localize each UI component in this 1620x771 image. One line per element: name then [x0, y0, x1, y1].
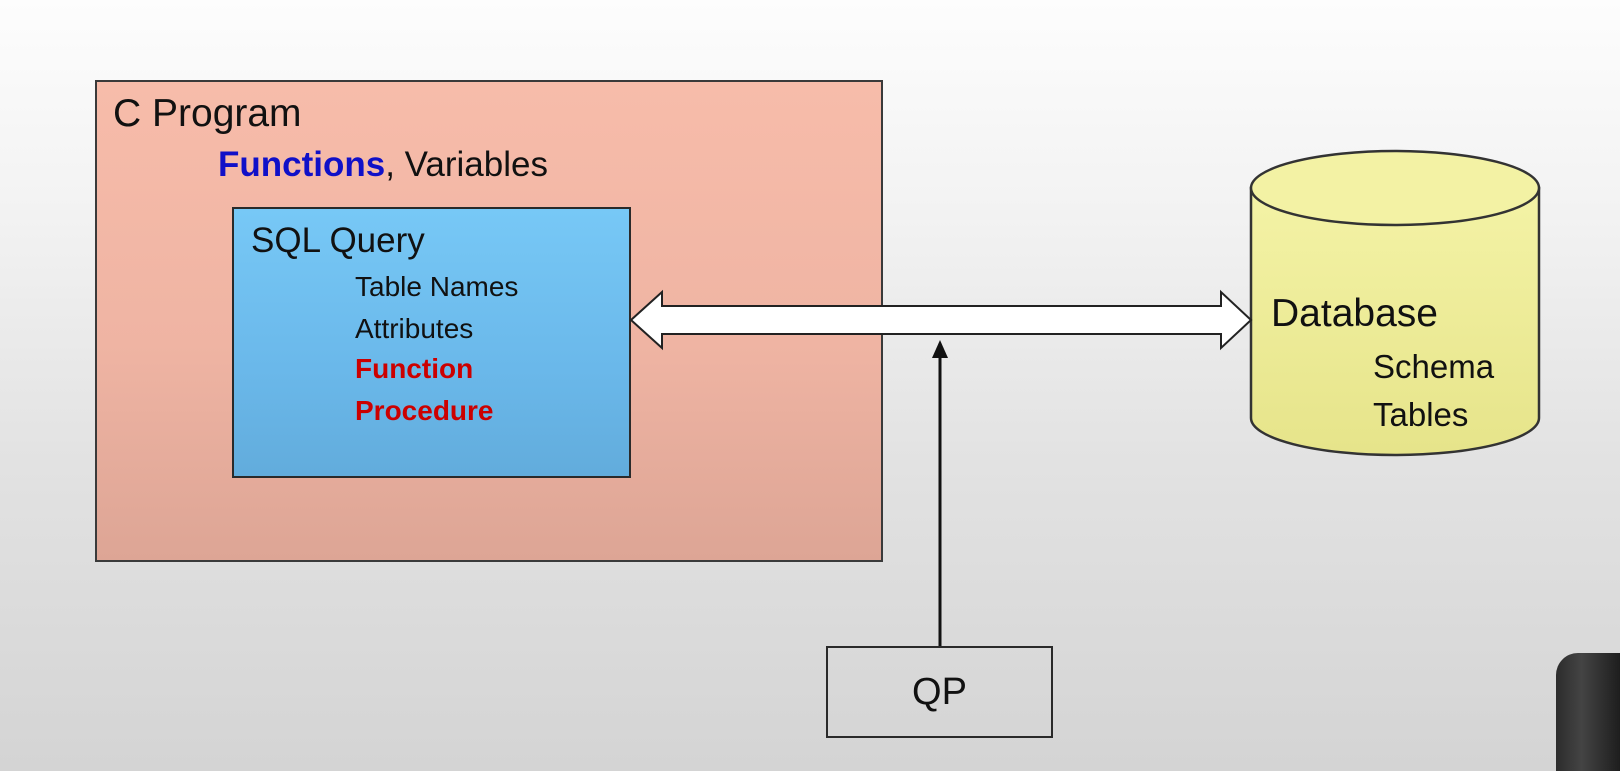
- sql-query-box: [232, 207, 631, 478]
- qp-label: QP: [912, 670, 967, 713]
- sql-item-procedure: Procedure: [355, 395, 494, 426]
- database-item-tables: Tables: [1373, 396, 1469, 433]
- qp-arrow: [932, 340, 948, 646]
- sql-query-title: SQL Query: [251, 221, 425, 260]
- database-item-schema: Schema: [1373, 348, 1495, 385]
- c-program-members: Functions, Variables: [218, 145, 548, 185]
- sql-item-attributes: Attributes: [355, 313, 474, 344]
- double-arrow: [629, 289, 1253, 351]
- variables-label: , Variables: [385, 145, 548, 184]
- qp-box: QP: [826, 646, 1053, 738]
- corner-dark-object: [1556, 653, 1620, 771]
- functions-label: Functions: [218, 145, 386, 184]
- database-cylinder: [1249, 149, 1541, 457]
- database-title: Database: [1271, 292, 1438, 335]
- c-program-title: C Program: [113, 92, 302, 135]
- sql-item-table-names: Table Names: [355, 271, 519, 302]
- sql-item-function: Function: [355, 353, 474, 384]
